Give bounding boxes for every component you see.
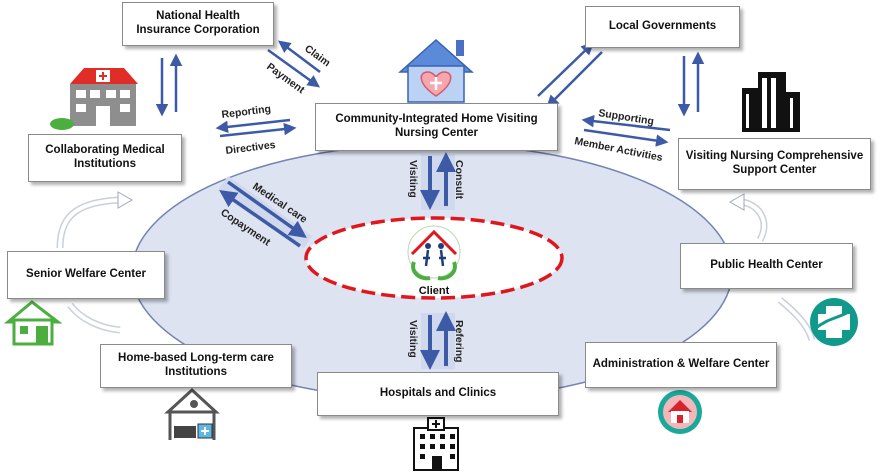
caregiver-icon xyxy=(164,387,220,440)
node-public-health-label: Public Health Center xyxy=(710,259,823,272)
edge-label-directives: Directives xyxy=(225,139,276,157)
node-local-governments: Local Governments xyxy=(585,6,740,48)
node-public-health: Public Health Center xyxy=(680,243,853,289)
node-senior-welfare-label: Senior Welfare Center xyxy=(26,268,146,281)
edge-label-claim: Claim xyxy=(302,43,332,70)
hospital-building-icon xyxy=(50,68,138,130)
node-nhic: National Health Insurance Corporation xyxy=(122,2,274,46)
left-curved-arrows xyxy=(56,191,134,334)
node-visiting-nursing-support: Visiting Nursing Comprehensive Support C… xyxy=(678,138,871,190)
node-visiting-nursing-support-label: Visiting Nursing Comprehensive Support C… xyxy=(685,150,864,176)
node-local-governments-label: Local Governments xyxy=(608,20,717,33)
node-collaborating-medical: Collaborating Medical Institutions xyxy=(28,134,182,182)
node-hospitals-clinics-label: Hospitals and Clinics xyxy=(379,387,497,400)
hospital-tower-icon xyxy=(413,417,459,471)
edge-label-payment: Payment xyxy=(264,61,307,97)
edge-label-referring: Refering xyxy=(453,320,465,363)
green-house-icon xyxy=(3,300,63,346)
house-badge-icon xyxy=(658,390,702,434)
medical-cross-icon xyxy=(810,298,858,346)
node-long-term-care: Home-based Long-term care Institutions xyxy=(100,344,292,388)
node-home-visiting-center: Community-Integrated Home Visiting Nursi… xyxy=(315,103,558,151)
node-hospitals-clinics: Hospitals and Clinics xyxy=(317,372,559,416)
node-long-term-care-label: Home-based Long-term care Institutions xyxy=(118,352,274,378)
edge-label-visiting-bottom: Visiting xyxy=(407,320,419,358)
edge-label-reporting: Reporting xyxy=(221,103,272,121)
office-building-icon xyxy=(742,72,800,132)
elderly-couple-icon xyxy=(407,225,461,281)
edge-label-visiting-top: Visiting xyxy=(407,160,419,198)
home-heart-icon xyxy=(398,38,474,103)
client-label: Client xyxy=(419,285,450,297)
edge-label-consult: Consult xyxy=(453,160,465,200)
node-senior-welfare: Senior Welfare Center xyxy=(7,251,165,299)
node-home-visiting-center-label: Community-Integrated Home Visiting Nursi… xyxy=(335,113,538,139)
node-collaborating-medical-label: Collaborating Medical Institutions xyxy=(45,144,165,170)
node-admin-welfare-label: Administration & Welfare Center xyxy=(592,358,770,371)
node-nhic-label: National Health Insurance Corporation xyxy=(136,10,260,36)
node-admin-welfare: Administration & Welfare Center xyxy=(585,342,777,388)
right-curved-arrows xyxy=(728,193,816,342)
